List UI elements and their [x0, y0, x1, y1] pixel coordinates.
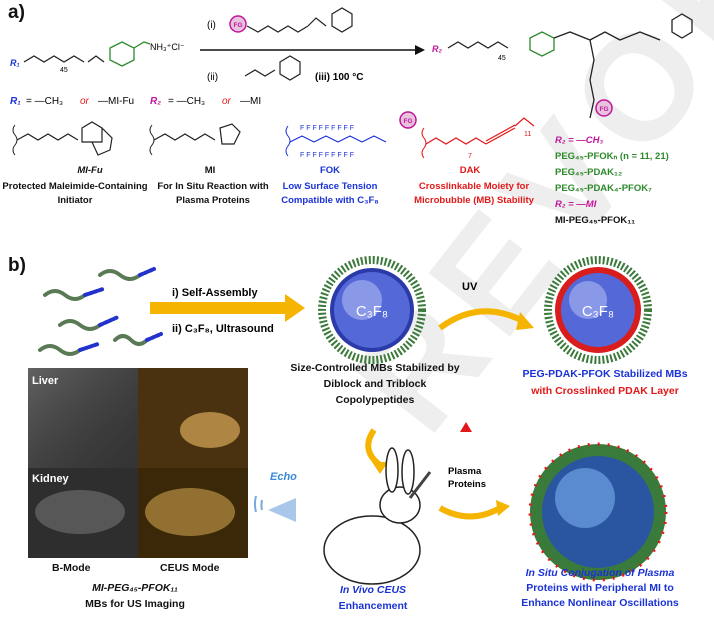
r2-or: or — [222, 96, 232, 107]
fok-name: FOK — [319, 165, 341, 176]
conjugated-mb — [528, 442, 668, 582]
insitu-caption: In Situ Conjugation of Plasma Proteins w… — [521, 567, 679, 609]
fg-badge-text: FG — [233, 22, 242, 29]
fok-caption: Low Surface Tension Compatible with C₃F₈ — [281, 181, 379, 206]
r1-def-a: = —CH₃ — [26, 96, 63, 107]
echo-label: Echo — [270, 471, 297, 483]
vivo-caption-2: Enhancement — [338, 600, 408, 612]
uv-arrow — [438, 308, 527, 331]
copolymer-chains — [38, 267, 163, 356]
reagent-ii-structure — [244, 55, 301, 81]
fg-badge-product — [595, 99, 613, 117]
mi-fu-name: MI-Fu — [77, 165, 103, 176]
mb-caption: Size-Controlled MBs Stabilized by Dibloc… — [290, 362, 460, 406]
step-c3f8-ultrasound: ii) C₃F₈, Ultrasound — [172, 323, 274, 335]
mi-fu-structure — [12, 121, 113, 156]
mi-caption: For In Situ Reaction with Plasma Protein… — [157, 181, 269, 206]
r2-tag-product: R₂ — [432, 44, 442, 54]
us-caption-1: MI-PEG₄₅-PFOK₁₁ — [92, 582, 178, 594]
r2-def-b: —MI — [240, 96, 261, 107]
mi-fu-caption: Protected Maleimide-Containing Initiator — [2, 181, 148, 206]
assembly-arrow — [150, 294, 305, 322]
microbubble-crosslinked — [544, 256, 652, 364]
polymer-list: R₂ = —CH₃ PEG₄₅-PFOKₙ (n = 11, 21) PEG₄₅… — [555, 133, 669, 229]
initiator-structure — [23, 41, 151, 67]
product-structure — [447, 13, 693, 119]
us-caption-2: MBs for US Imaging — [85, 598, 185, 610]
mi-name: MI — [204, 165, 216, 176]
r1-def-b: —MI-Fu — [98, 96, 134, 107]
r1-tag: R₁ — [10, 58, 20, 68]
microbubble-plain — [318, 256, 426, 364]
step-self-assembly: i) Self-Assembly — [172, 287, 258, 299]
panel-a-label: a) — [8, 2, 25, 23]
dak-caption: Crosslinkable Moiety for Microbubble (MB… — [414, 181, 534, 206]
ammonium-label: NH₃⁺Cl⁻ — [150, 42, 185, 52]
ceus-label: CEUS Mode — [160, 562, 220, 574]
plasma-label-2: Proteins — [448, 479, 486, 490]
dak-name: DAK — [459, 165, 481, 176]
fok-structure — [285, 125, 387, 157]
xl-caption-2: with Crosslinked PDAK Layer — [531, 385, 679, 397]
r2-def-a: = —CH₃ — [168, 96, 205, 107]
polymer-4: MI-PEG₄₅-PFOK₁₁ — [555, 215, 636, 226]
step-iii: (iii) 100 °C — [315, 72, 363, 83]
dak-sub-7: 7 — [468, 153, 472, 160]
svg-text:F F F F F F F F F: F F F F F F F F F — [300, 152, 354, 159]
r1-def-tag: R₁ — [10, 96, 21, 107]
mi-structure — [149, 123, 241, 156]
panel-b-label: b) — [8, 255, 26, 276]
r2-ch3-line: R₂ = —CH₃ — [555, 135, 604, 146]
polymer-1: PEG₄₅-PFOKₙ (n = 11, 21) — [555, 151, 669, 162]
step-ii: (ii) — [207, 72, 218, 83]
product-subscript-45: 45 — [498, 55, 506, 62]
r2-def-tag: R₂ — [150, 96, 161, 107]
svg-text:FG: FG — [599, 106, 608, 113]
conjugation-arrow — [438, 505, 502, 520]
panel-a-scheme: R₁ 45 NH₃⁺Cl⁻ FG (i) (ii) (iii) 100 °C R… — [10, 7, 693, 160]
r1-or: or — [80, 96, 90, 107]
panel-b-scheme: i) Self-Assembly ii) C₃F₈, Ultrasound C₃… — [28, 256, 668, 585]
syringe — [408, 471, 432, 499]
step-i: (i) — [207, 20, 216, 31]
dak-structure — [421, 117, 535, 159]
uv-label: UV — [462, 281, 478, 293]
xl-caption-1: PEG-PDAK-PFOK Stabilized MBs — [522, 368, 688, 380]
svg-text:FG: FG — [403, 118, 412, 125]
r2-mi-line: R₂ = —MI — [555, 199, 597, 210]
subscript-45: 45 — [60, 67, 68, 74]
down-arrow — [365, 428, 382, 468]
liver-label: Liver — [32, 375, 59, 387]
reagent-i-structure — [246, 7, 353, 33]
plasma-marker — [460, 422, 472, 432]
vivo-caption-1: In Vivo CEUS — [339, 584, 407, 596]
kidney-label: Kidney — [32, 473, 70, 485]
echo-waves — [254, 495, 296, 522]
core-label-1: C₃F₈ — [356, 303, 388, 320]
fg-badge-legend — [399, 111, 417, 129]
fok-fluorines: F F F F F F F F F — [300, 125, 354, 132]
fg-badge-reagent — [229, 15, 247, 33]
polymer-2: PEG₄₅-PDAK₁₂ — [555, 167, 623, 178]
bmode-label: B-Mode — [52, 562, 91, 574]
polymer-3: PEG₄₅-PDAK₄-PFOK₇ — [555, 183, 652, 194]
rabbit-illustration — [323, 447, 421, 585]
core-label-2: C₃F₈ — [582, 303, 614, 320]
dak-sub-11: 11 — [524, 131, 531, 138]
plasma-label-1: Plasma — [448, 466, 482, 477]
